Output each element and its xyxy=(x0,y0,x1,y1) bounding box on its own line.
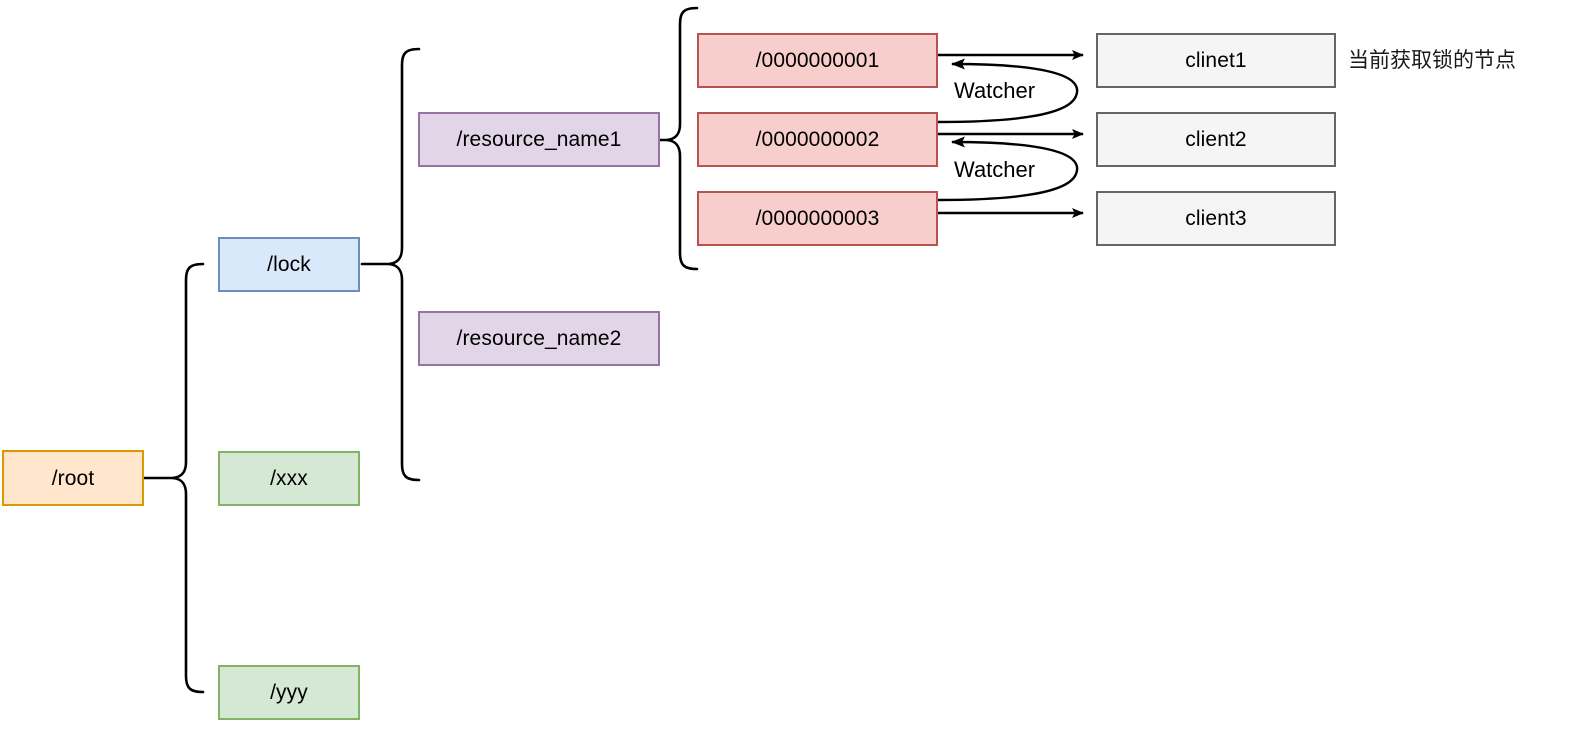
brace-root-children xyxy=(142,262,205,694)
node-seq-0000000003-label: /0000000003 xyxy=(755,207,880,230)
node-client1[interactable]: clinet1 xyxy=(1096,33,1336,88)
node-lock[interactable]: /lock xyxy=(218,237,360,292)
node-seq-0000000003[interactable]: /0000000003 xyxy=(697,191,938,246)
node-resource-name1-label: /resource_name1 xyxy=(456,128,622,151)
node-client2-label: client2 xyxy=(1185,128,1247,151)
node-resource-name1[interactable]: /resource_name1 xyxy=(418,112,660,167)
node-client3[interactable]: client3 xyxy=(1096,191,1336,246)
node-xxx[interactable]: /xxx xyxy=(218,451,360,506)
annotation-current-lock-holder: 当前获取锁的节点 xyxy=(1348,49,1516,72)
node-root-label: /root xyxy=(51,466,95,490)
node-resource-name2-label: /resource_name2 xyxy=(456,327,622,350)
node-client1-label: clinet1 xyxy=(1185,49,1247,72)
node-seq-0000000001[interactable]: /0000000001 xyxy=(697,33,938,88)
watcher-label-1: Watcher xyxy=(954,78,1036,103)
brace-lock-children xyxy=(360,47,421,482)
node-yyy-label: /yyy xyxy=(270,681,308,704)
node-client3-label: client3 xyxy=(1185,207,1247,230)
node-seq-0000000002[interactable]: /0000000002 xyxy=(697,112,938,167)
node-yyy[interactable]: /yyy xyxy=(218,665,360,720)
node-resource-name2[interactable]: /resource_name2 xyxy=(418,311,660,366)
node-lock-label: /lock xyxy=(267,253,311,276)
watcher-label-2: Watcher xyxy=(954,157,1036,182)
node-root[interactable]: /root xyxy=(2,450,144,506)
node-xxx-label: /xxx xyxy=(270,467,308,490)
node-seq-0000000002-label: /0000000002 xyxy=(755,128,880,151)
brace-resource-children xyxy=(658,6,699,271)
node-seq-0000000001-label: /0000000001 xyxy=(755,49,880,72)
node-client2[interactable]: client2 xyxy=(1096,112,1336,167)
